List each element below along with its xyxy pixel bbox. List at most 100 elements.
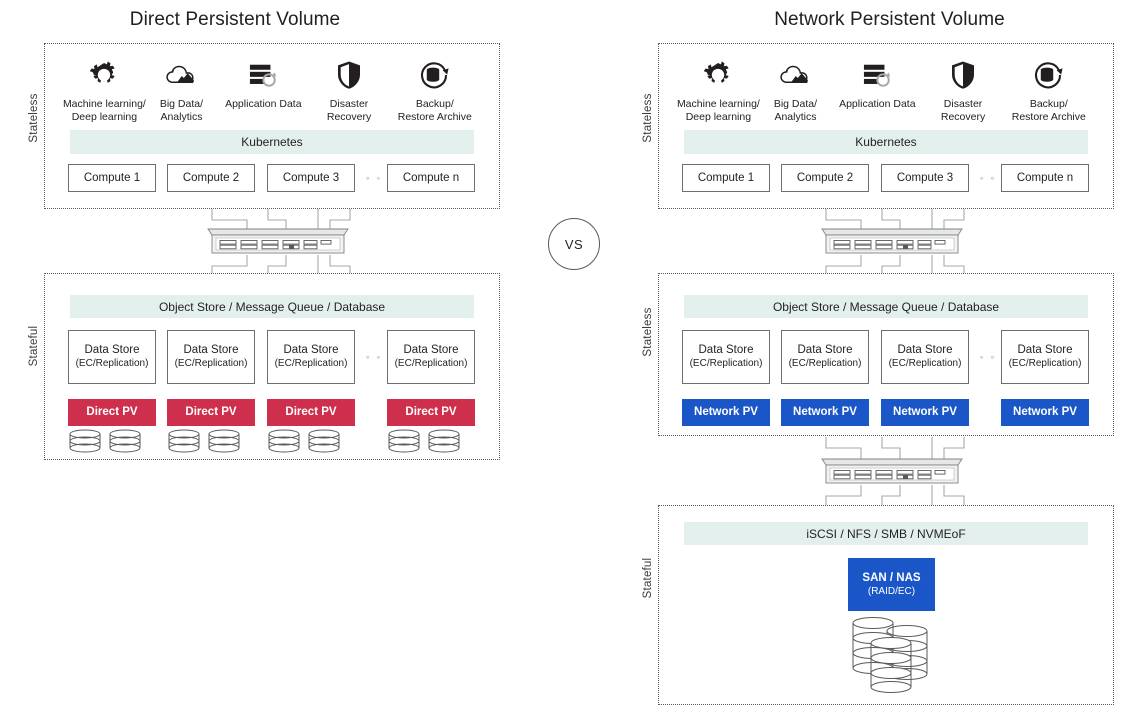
data-store-title: Data Store (1017, 344, 1073, 356)
right-data-store-n[interactable]: Data Store (EC/Replication) (1001, 330, 1089, 384)
left-compute-n[interactable]: Compute n (387, 164, 475, 192)
data-store-sub: (EC/Replication) (174, 358, 248, 369)
right-compute-ellipsis: ◦ ◦ ◦ (980, 173, 1008, 183)
data-store-title: Data Store (84, 344, 140, 356)
right-compute-2[interactable]: Compute 2 (781, 164, 869, 192)
left-compute-1[interactable]: Compute 1 (68, 164, 156, 192)
left-data-store-2[interactable]: Data Store (EC/Replication) (167, 330, 255, 384)
right-network-pv-2[interactable]: Network PV (781, 399, 869, 426)
right-datastore-ellipsis: ◦ ◦ ◦ (980, 352, 1008, 362)
shield-icon (950, 57, 976, 93)
workload-label: Big Data/ Analytics (159, 98, 204, 123)
right-compute-n[interactable]: Compute n (1001, 164, 1089, 192)
workload-machine-learning: Machine learning/ Deep learning (676, 57, 761, 123)
left-compute-ellipsis: ◦ ◦ ◦ (366, 173, 394, 183)
data-store-sub: (EC/Replication) (788, 358, 862, 369)
right-network-switch-icon-2 (821, 458, 963, 484)
left-disk-pair-4 (388, 429, 460, 453)
data-store-sub: (EC/Replication) (888, 358, 962, 369)
left-stateless-side-label: Stateless (28, 93, 40, 143)
vs-badge: VS (548, 218, 600, 270)
left-datastore-ellipsis: ◦ ◦ ◦ (366, 352, 394, 362)
san-nas-sub: (RAID/EC) (867, 585, 916, 597)
application-data-icon (861, 57, 893, 93)
right-stateful-side-label: Stateful (642, 557, 654, 599)
workload-disaster-recovery: Disaster Recovery (311, 57, 388, 123)
left-direct-pv-2[interactable]: Direct PV (167, 399, 255, 426)
right-network-pv-3[interactable]: Network PV (881, 399, 969, 426)
right-kubernetes-band: Kubernetes (684, 130, 1088, 154)
left-stateful-side-label: Stateful (28, 325, 40, 367)
left-network-switch-icon (207, 228, 349, 254)
cloud-analytics-icon (164, 57, 198, 93)
application-data-icon (247, 57, 279, 93)
data-store-title: Data Store (283, 344, 339, 356)
right-stateless-side-label: Stateless (642, 93, 654, 143)
left-kubernetes-band: Kubernetes (70, 130, 474, 154)
right-protocol-band: iSCSI / NFS / SMB / NVMEoF (684, 522, 1088, 545)
right-data-store-1[interactable]: Data Store (EC/Replication) (682, 330, 770, 384)
left-datastore-band: Object Store / Message Queue / Database (70, 295, 474, 318)
right-network-pv-1[interactable]: Network PV (682, 399, 770, 426)
workload-backup-restore: Backup/ Restore Archive (1002, 57, 1096, 123)
workload-label: Backup/ Restore Archive (397, 98, 472, 123)
data-store-sub: (EC/Replication) (689, 358, 763, 369)
workload-label: Application Data (225, 98, 302, 110)
shield-icon (336, 57, 362, 93)
right-diagram-title: Network Persistent Volume (774, 9, 1005, 30)
left-data-store-3[interactable]: Data Store (EC/Replication) (267, 330, 355, 384)
data-store-sub: (EC/Replication) (75, 358, 149, 369)
right-network-pv-4[interactable]: Network PV (1001, 399, 1089, 426)
san-nas-box[interactable]: SAN / NAS (RAID/EC) (848, 558, 935, 611)
direct-persistent-volume-panel: Direct Persistent Volume Stateless Machi… (0, 0, 540, 726)
left-direct-pv-4[interactable]: Direct PV (387, 399, 475, 426)
workload-label: Machine learning/ Deep learning (62, 98, 146, 123)
data-store-title: Data Store (183, 344, 239, 356)
data-store-title: Data Store (403, 344, 459, 356)
neural-network-icon (89, 57, 119, 93)
workload-big-data: Big Data/ Analytics (761, 57, 830, 123)
data-store-sub: (EC/Replication) (394, 358, 468, 369)
left-data-store-1[interactable]: Data Store (EC/Replication) (68, 330, 156, 384)
right-stateless-mid-side-label: Stateless (642, 307, 654, 357)
workload-disaster-recovery: Disaster Recovery (925, 57, 1002, 123)
right-compute-1[interactable]: Compute 1 (682, 164, 770, 192)
workload-big-data: Big Data/ Analytics (147, 57, 216, 123)
left-disk-pair-2 (168, 429, 240, 453)
workload-application-data: Application Data (216, 57, 310, 111)
data-store-title: Data Store (897, 344, 953, 356)
left-lower-connectors (211, 255, 351, 276)
backup-restore-icon (419, 57, 451, 93)
right-data-store-2[interactable]: Data Store (EC/Replication) (781, 330, 869, 384)
left-disk-pair-3 (268, 429, 340, 453)
cloud-analytics-icon (778, 57, 812, 93)
left-workload-icons: Machine learning/ Deep learning Big Data… (62, 57, 482, 123)
left-compute-3[interactable]: Compute 3 (267, 164, 355, 192)
data-store-sub: (EC/Replication) (274, 358, 348, 369)
right-lower-connectors-2 (825, 485, 965, 506)
left-compute-2[interactable]: Compute 2 (167, 164, 255, 192)
left-direct-pv-3[interactable]: Direct PV (267, 399, 355, 426)
left-diagram-title: Direct Persistent Volume (129, 9, 341, 30)
right-data-store-3[interactable]: Data Store (EC/Replication) (881, 330, 969, 384)
san-nas-disk-array (852, 617, 928, 693)
right-network-switch-icon-1 (821, 228, 963, 254)
data-store-title: Data Store (698, 344, 754, 356)
left-upper-connectors (211, 209, 351, 231)
left-data-store-n[interactable]: Data Store (EC/Replication) (387, 330, 475, 384)
backup-restore-icon (1033, 57, 1065, 93)
workload-backup-restore: Backup/ Restore Archive (388, 57, 482, 123)
network-persistent-volume-panel: Network Persistent Volume Stateless Mach… (600, 0, 1139, 726)
right-upper-connectors-2 (825, 437, 965, 459)
workload-machine-learning: Machine learning/ Deep learning (62, 57, 147, 123)
data-store-title: Data Store (797, 344, 853, 356)
workload-label: Backup/ Restore Archive (1011, 98, 1086, 123)
right-workload-icons: Machine learning/ Deep learning Big Data… (676, 57, 1096, 123)
workload-label: Big Data/ Analytics (773, 98, 818, 123)
right-compute-3[interactable]: Compute 3 (881, 164, 969, 192)
left-disk-pair-1 (69, 429, 141, 453)
right-lower-connectors-1 (825, 255, 965, 276)
left-direct-pv-1[interactable]: Direct PV (68, 399, 156, 426)
san-nas-title: SAN / NAS (862, 571, 921, 584)
right-upper-connectors-1 (825, 209, 965, 231)
